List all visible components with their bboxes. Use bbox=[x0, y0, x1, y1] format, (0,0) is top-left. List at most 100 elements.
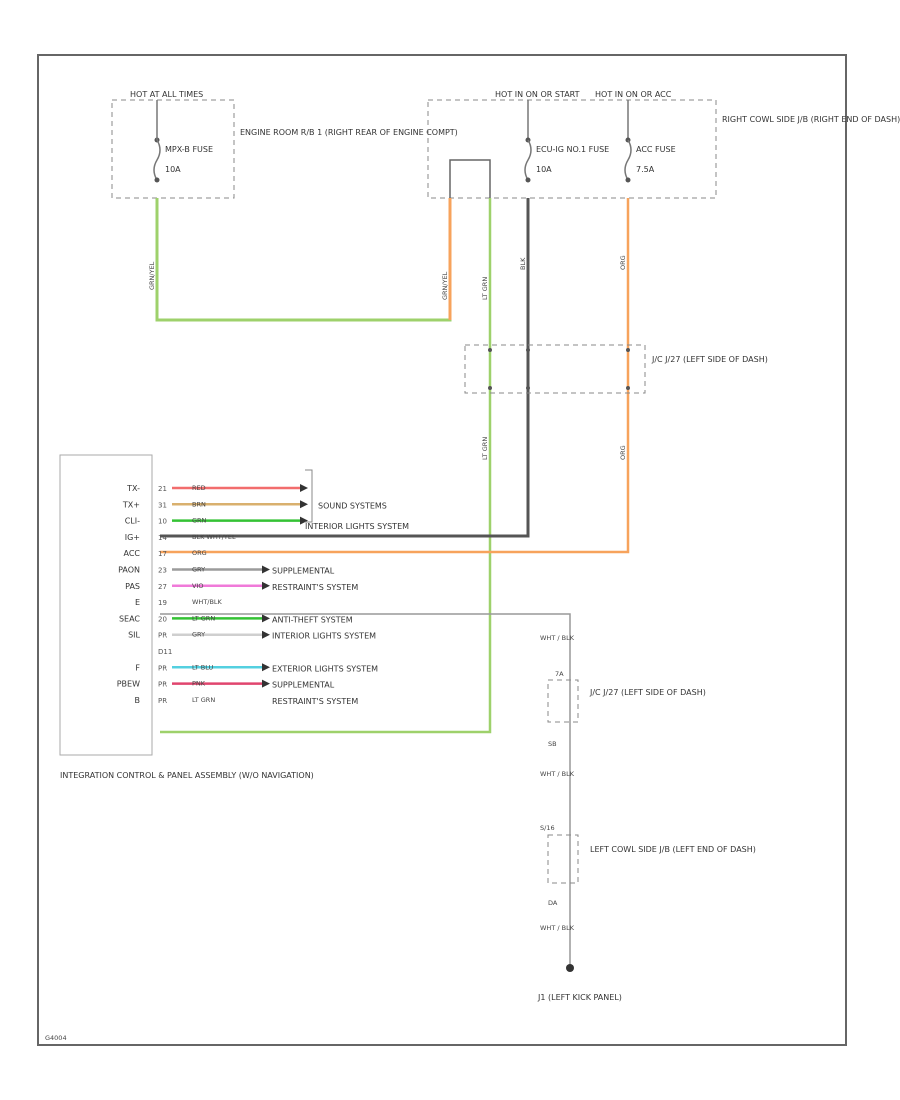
pin-number-12: PR bbox=[158, 681, 167, 689]
integration-module-box bbox=[59, 454, 153, 756]
ground-conn2: S/16 bbox=[540, 824, 555, 832]
ground-wire-label-bot: WHT / BLK bbox=[540, 924, 575, 932]
arrow-icon bbox=[300, 500, 308, 509]
pin-terminal-8: SEAC bbox=[119, 614, 140, 623]
wire-lt-grn-vertical bbox=[160, 198, 492, 734]
engine-room-rb-label: ENGINE ROOM R/B 1 (RIGHT REAR OF ENGINE … bbox=[240, 128, 458, 137]
wire-label-grn-yel-left: GRN/YEL bbox=[148, 261, 156, 290]
left-cowl-jb-box bbox=[547, 834, 579, 884]
jb-internal-jumper bbox=[449, 159, 491, 198]
pin-terminal-1: TX+ bbox=[122, 500, 140, 509]
pin-number-13: PR bbox=[158, 697, 167, 705]
fuse1-name: MPX-B FUSE bbox=[165, 145, 213, 154]
wire-org-vertical bbox=[160, 198, 630, 554]
pin-wire-color-13: LT GRN bbox=[192, 696, 215, 704]
pin-wire-color-6: VIO bbox=[192, 582, 203, 590]
jc-top-label: J/C J/27 (LEFT SIDE OF DASH) bbox=[651, 355, 768, 364]
footer-code: G4004 bbox=[45, 1034, 67, 1042]
pin-number-5: 23 bbox=[158, 567, 167, 575]
pin-number-4: 17 bbox=[158, 550, 167, 558]
wire-label-org-lower: ORG bbox=[619, 445, 627, 460]
fuse2-name: ECU-IG NO.1 FUSE bbox=[536, 145, 609, 154]
fuse3-hot-label: HOT IN ON OR ACC bbox=[595, 90, 672, 99]
pin-number-6: 27 bbox=[158, 583, 167, 591]
ground-wire-label-mid1: SB bbox=[548, 740, 557, 748]
right-cowl-jb-box bbox=[427, 99, 717, 199]
engine-room-fuse-box bbox=[111, 99, 235, 199]
pin-wire-color-1: BRN bbox=[192, 500, 206, 508]
pin-number-11: PR bbox=[158, 664, 167, 672]
ground-label: J1 (LEFT KICK PANEL) bbox=[537, 993, 622, 1002]
diagram-frame bbox=[37, 54, 847, 1046]
pin-destination-6: RESTRAINT'S SYSTEM bbox=[272, 583, 358, 592]
jc-mid-label: J/C J/27 (LEFT SIDE OF DASH) bbox=[589, 688, 706, 697]
wire-label-grn-yel-right: GRN/YEL bbox=[441, 271, 449, 300]
fuse2-amp: 10A bbox=[536, 165, 552, 174]
wire-label-blk: BLK bbox=[519, 257, 527, 270]
fuse1-hot-label: HOT AT ALL TIMES bbox=[130, 90, 203, 99]
fuse1-symbol bbox=[153, 139, 161, 181]
pin-terminal-7: E bbox=[135, 598, 140, 607]
pin-number-8: 20 bbox=[158, 615, 167, 623]
pin-terminal-6: PAS bbox=[125, 582, 140, 591]
arrow-icon bbox=[262, 581, 270, 590]
ground-wire-label-top: WHT / BLK bbox=[540, 634, 575, 642]
fuse2-hot-label: HOT IN ON OR START bbox=[495, 90, 580, 99]
fuse3-amp: 7.5A bbox=[636, 165, 655, 174]
pin-number-9: PR bbox=[158, 632, 167, 640]
pin-destination-13: RESTRAINT'S SYSTEM bbox=[272, 697, 358, 706]
jc-box-mid bbox=[547, 679, 579, 723]
arrow-icon bbox=[262, 663, 270, 672]
pin-destination-9: INTERIOR LIGHTS SYSTEM bbox=[272, 632, 376, 641]
pin-wire-color-5: GRY bbox=[192, 566, 205, 574]
pin-wire-color-0: RED bbox=[192, 484, 206, 492]
pin-wire-color-2: GRN bbox=[192, 517, 207, 525]
fuse3-symbol bbox=[624, 139, 632, 181]
pin-terminal-13: B bbox=[135, 696, 141, 705]
arrow-icon bbox=[262, 679, 270, 688]
pin-terminal-12: PBEW bbox=[117, 680, 140, 689]
fuse3-name: ACC FUSE bbox=[636, 145, 676, 154]
pin-number-0: 21 bbox=[158, 485, 167, 493]
pin-destination-11: EXTERIOR LIGHTS SYSTEM bbox=[272, 664, 378, 673]
arrow-icon bbox=[300, 516, 308, 525]
pin-wire-color-11: LT BLU bbox=[192, 663, 214, 671]
pin-terminal-3: IG+ bbox=[125, 533, 140, 542]
fuse2-symbol bbox=[524, 139, 532, 181]
ground-point-icon bbox=[566, 964, 574, 972]
pin-destination-5: SUPPLEMENTAL bbox=[272, 567, 335, 576]
module-pin-rows: TX- 21 RED TX+ 31 BRN SOUND SYSTEMS CLI- 10 GRN IG… bbox=[117, 469, 409, 706]
pin-destination-1: SOUND SYSTEMS bbox=[318, 501, 387, 510]
pin-number-1: 31 bbox=[158, 501, 167, 509]
pin-wire-color-3: BLK WHT/YEL bbox=[192, 533, 236, 541]
wire-label-org: ORG bbox=[619, 255, 627, 270]
wire-blk-vertical bbox=[160, 198, 530, 538]
arrow-icon bbox=[262, 630, 270, 639]
arrow-icon bbox=[262, 565, 270, 574]
pin-terminal-11: F bbox=[135, 663, 140, 672]
sound-systems-bracket bbox=[305, 469, 313, 523]
pin-terminal-5: PAON bbox=[118, 566, 140, 575]
right-cowl-jb-label: RIGHT COWL SIDE J/B (RIGHT END OF DASH) bbox=[722, 115, 900, 124]
wire-label-lt-grn: LT GRN bbox=[481, 277, 489, 300]
pin-destination-3: INTERIOR LIGHTS SYSTEM bbox=[305, 522, 409, 531]
pin-number-10: D11 bbox=[158, 648, 172, 656]
pin-wire-color-4: ORG bbox=[192, 549, 207, 557]
pin-terminal-0: TX- bbox=[126, 484, 140, 493]
module-label: INTEGRATION CONTROL & PANEL ASSEMBLY (W/… bbox=[60, 771, 314, 780]
pin-wire-color-7: WHT/BLK bbox=[192, 598, 223, 606]
fuse1-amp: 10A bbox=[165, 165, 181, 174]
jc-box-top bbox=[464, 344, 646, 394]
pin-number-2: 10 bbox=[158, 518, 167, 526]
fuse1-terminal-bottom bbox=[154, 177, 160, 183]
wire-wht-blk-ground bbox=[160, 613, 571, 965]
pin-wire-color-9: GRY bbox=[192, 631, 205, 639]
pin-terminal-9: SIL bbox=[128, 631, 140, 640]
pin-destination-8: ANTI-THEFT SYSTEM bbox=[272, 615, 353, 624]
arrow-icon bbox=[262, 614, 270, 623]
pin-terminal-2: CLI- bbox=[125, 517, 140, 526]
pin-wire-color-12: PNK bbox=[192, 680, 206, 688]
left-cowl-jb-label: LEFT COWL SIDE J/B (LEFT END OF DASH) bbox=[590, 845, 756, 854]
ground-conn1: 7A bbox=[555, 670, 564, 678]
